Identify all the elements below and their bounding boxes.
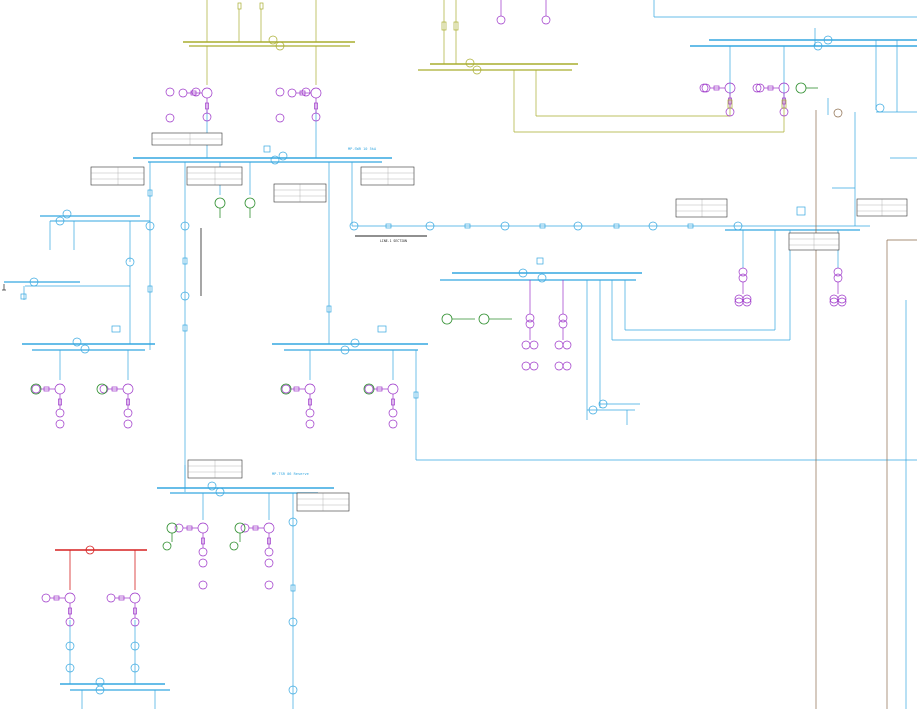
data-table-boxes (90, 132, 908, 512)
purple-gensets-upper (165, 82, 790, 123)
red-bus (55, 545, 147, 590)
line-section-label: LINE-1 SECTION (380, 239, 407, 243)
ground-icon (2, 284, 6, 291)
cyan-right-edge (832, 187, 907, 709)
cyan-network (4, 0, 917, 709)
bus-label-lower: MP-TSR 06 Reserve (272, 472, 309, 476)
green-generators (30, 82, 818, 551)
olive-network-top-left (183, 0, 355, 85)
olive-network-top-center (418, 0, 785, 133)
purple-loadstacks (496, 0, 847, 371)
bus-label-main-upper: MP-SWR 10 5kA (348, 147, 377, 151)
brown-right-network (815, 110, 917, 709)
purple-gensets-mid (31, 383, 399, 627)
load-icon (833, 108, 843, 118)
olive-breakers (727, 99, 787, 109)
data-table-rows (91, 133, 907, 511)
